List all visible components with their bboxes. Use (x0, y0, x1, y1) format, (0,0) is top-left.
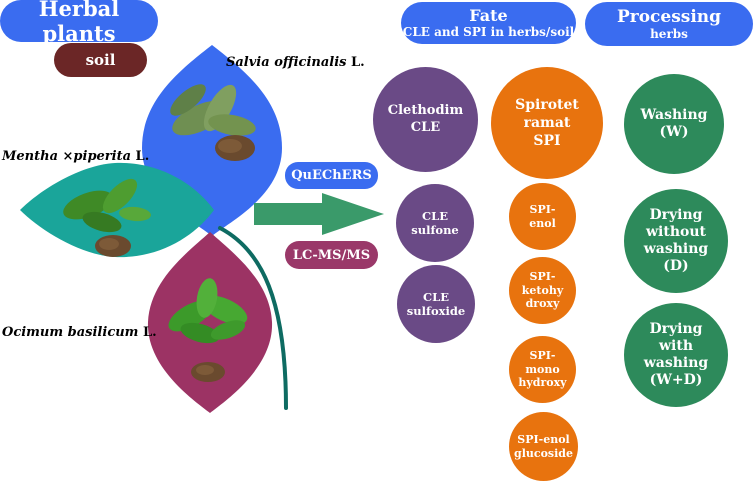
ocimum-plant-icon (168, 278, 248, 382)
lcms-label: LC-MS/MS (292, 247, 371, 263)
fate-header: Fate CLE and SPI in herbs/soil (401, 2, 576, 44)
spi-ketohydroxy-line1: SPI- (529, 269, 556, 283)
lcms-badge: LC-MS/MS (285, 241, 378, 269)
processing-drying-with-line2: with (658, 338, 693, 355)
processing-subtitle: herbs (650, 27, 688, 41)
salvia-plant-icon (170, 84, 256, 161)
spi-enol-glucoside-line2: glucoside (514, 446, 573, 460)
processing-drying-with-line3: washing (643, 355, 709, 371)
cle-clethodim-line1: Clethodim (387, 103, 464, 119)
quechers-label: QuEChERS (291, 168, 372, 183)
processing-drying-without-line4: (D) (663, 257, 689, 274)
cle-clethodim-line2: CLE (410, 119, 441, 135)
cle-circle-clethodim: Clethodim CLE (373, 67, 478, 172)
processing-circle-drying-with-washing: Drying with washing (W+D) (624, 303, 728, 407)
processing-circle-washing: Washing (W) (624, 74, 724, 174)
spi-circle-monohydroxy: SPI- mono hydroxy (509, 336, 576, 403)
processing-washing-line2: (W) (659, 124, 689, 140)
processing-drying-without-line1: Drying (649, 207, 703, 224)
spi-spirotetramat-line3: SPI (533, 133, 561, 150)
connector-curve (218, 226, 288, 410)
spi-enol-line1: SPI- (529, 202, 556, 216)
salvia-suffix: L. (346, 55, 365, 70)
ocimum-name: Ocimum basilicum (2, 325, 139, 340)
fate-title: Fate (469, 6, 508, 26)
mentha-name: Mentha ×piperita (2, 149, 132, 164)
herbal-plants-title: Herbal plants (38, 0, 120, 46)
flow-arrow-icon (254, 193, 384, 235)
processing-drying-without-line3: washing (643, 241, 709, 257)
cle-sulfone-line2: sulfone (411, 223, 459, 237)
spi-spirotetramat-line2: ramat (523, 114, 571, 131)
mentha-suffix: L. (131, 149, 150, 164)
salvia-name: Salvia officinalis (226, 55, 347, 70)
spi-circle-spirotetramat: Spirotet ramat SPI (491, 67, 603, 179)
salvia-label: Salvia officinalis L. (226, 55, 365, 70)
processing-washing-line1: Washing (640, 106, 708, 123)
processing-circle-drying-without-washing: Drying without washing (D) (624, 189, 728, 293)
herbal-plants-header: Herbal plants (0, 0, 158, 46)
processing-drying-without-line2: without (646, 224, 706, 241)
processing-drying-with-line1: Drying (649, 321, 703, 338)
quechers-badge: QuEChERS (285, 162, 378, 189)
spi-monohydroxy-line2: hydroxy (518, 376, 567, 390)
spi-circle-ketohydroxy: SPI- ketohy droxy (509, 257, 576, 324)
fate-subtitle: CLE and SPI in herbs/soil (402, 25, 575, 40)
ocimum-suffix: L. (138, 325, 157, 340)
spi-enol-glucoside-line1: SPI-enol (517, 432, 570, 446)
mentha-plant-icon (63, 178, 151, 257)
processing-title: Processing (616, 6, 722, 27)
soil-label: soil (85, 51, 116, 69)
cle-sulfoxide-line1: CLE (422, 289, 449, 304)
cle-circle-sulfoxide: CLE sulfoxide (397, 265, 475, 343)
mentha-label: Mentha ×piperita L. (2, 149, 149, 164)
cle-circle-sulfone: CLE sulfone (396, 184, 474, 262)
spi-ketohydroxy-line3: droxy (525, 297, 560, 311)
processing-header: Processing herbs (585, 2, 753, 46)
ocimum-leaf-shape (147, 232, 273, 413)
spi-circle-enol-glucoside: SPI-enol glucoside (509, 412, 578, 481)
spi-enol-line2: enol (529, 216, 556, 230)
spi-monohydroxy-line1: SPI- mono (525, 348, 560, 376)
soil-badge: soil (54, 43, 147, 77)
processing-drying-with-line4: (W+D) (649, 371, 703, 388)
cle-sulfoxide-line2: sulfoxide (406, 304, 466, 318)
cle-sulfone-line1: CLE (421, 208, 448, 223)
spi-spirotetramat-line1: Spirotet (515, 96, 579, 113)
spi-ketohydroxy-line2: ketohy (521, 283, 564, 297)
spi-circle-enol: SPI- enol (509, 183, 576, 250)
ocimum-label: Ocimum basilicum L. (2, 325, 157, 340)
